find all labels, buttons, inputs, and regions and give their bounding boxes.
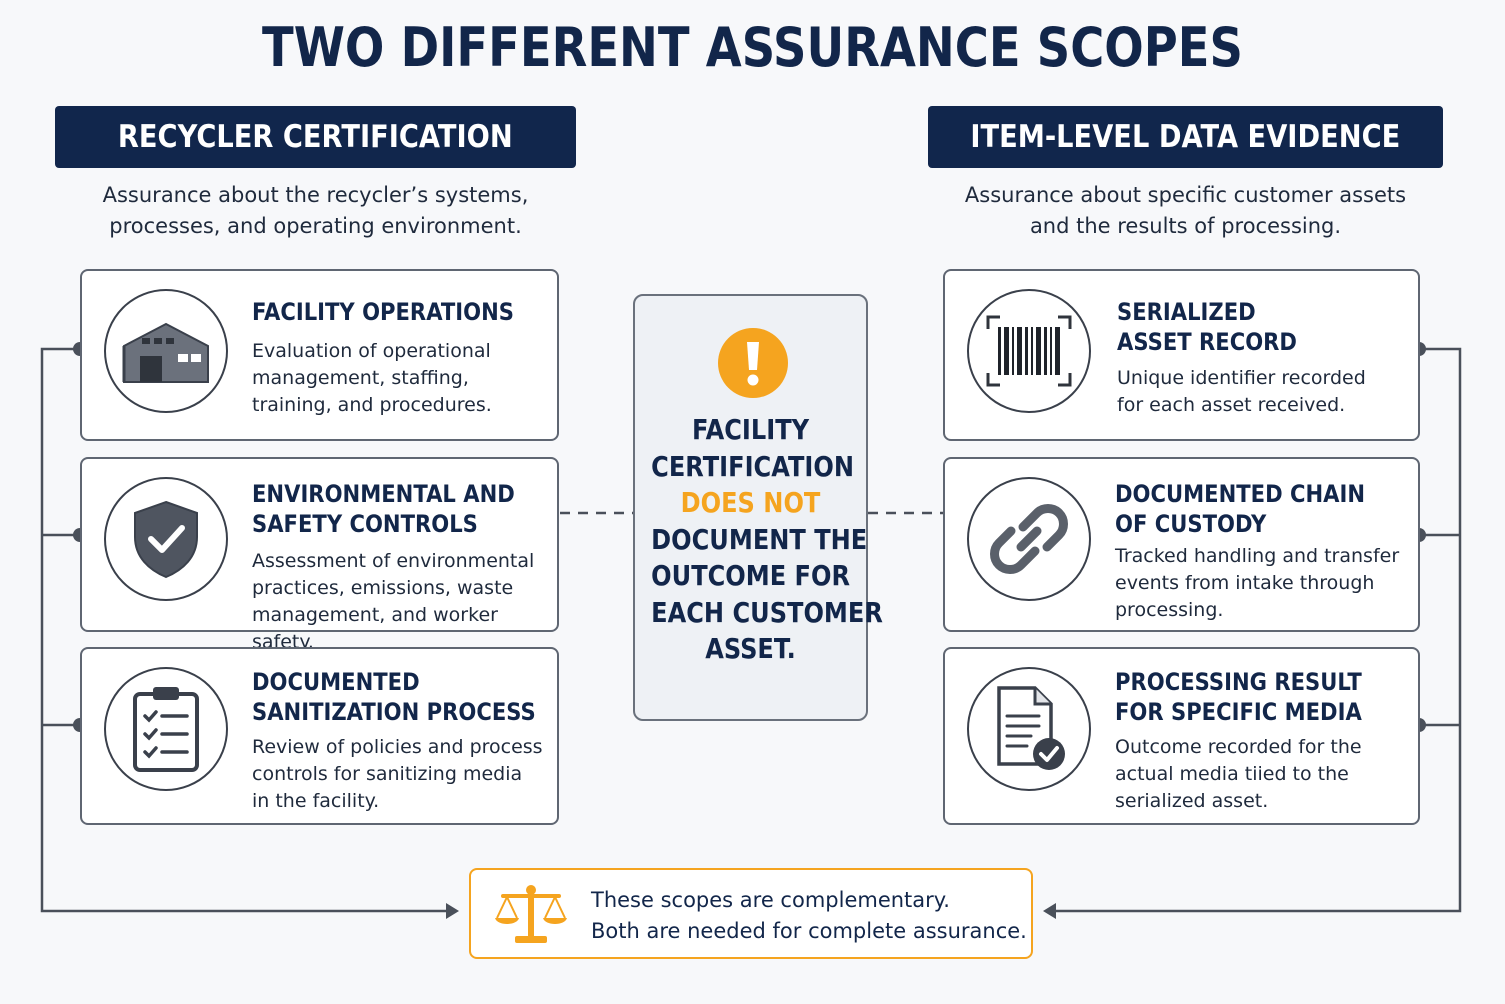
center-line: OUTCOME FOR — [651, 559, 851, 592]
center-line: EACH CUSTOMER — [651, 595, 883, 629]
card-title: ENVIRONMENTAL AND SAFETY CONTROLS — [252, 480, 515, 538]
document-check-icon — [967, 667, 1091, 791]
center-line: DOCUMENT THE — [651, 522, 868, 556]
card-facility-operations: FACILITY OPERATIONS Evaluation of operat… — [80, 269, 559, 441]
card-title: FACILITY OPERATIONS — [252, 298, 515, 326]
footer-callout: These scopes are complementary. Both are… — [469, 868, 1033, 959]
right-column-header: ITEM-LEVEL DATA EVIDENCE — [928, 106, 1443, 168]
center-line: CERTIFICATION — [651, 449, 854, 483]
left-column-header: RECYCLER CERTIFICATION — [55, 106, 576, 168]
page-title: TWO DIFFERENT ASSURANCE SCOPES — [262, 16, 1243, 79]
warehouse-icon — [104, 289, 228, 413]
center-callout-text: FACILITY CERTIFICATION DOES NOT DOCUMENT… — [635, 412, 883, 668]
card-sanitization-process: DOCUMENTED SANITIZATION PROCESS Review o… — [80, 647, 559, 825]
card-body: Assessment of environmental practices, e… — [252, 550, 535, 653]
card-title: DOCUMENTED CHAIN OF CUSTODY — [1115, 480, 1366, 538]
left-column-header-label: RECYCLER CERTIFICATION — [118, 119, 513, 155]
card-title: DOCUMENTED SANITIZATION PROCESS — [252, 668, 536, 726]
card-environmental-safety: ENVIRONMENTAL AND SAFETY CONTROLS Assess… — [80, 457, 559, 653]
card-title: SERIALIZED ASSET RECORD — [1117, 298, 1297, 356]
card-chain-of-custody: DOCUMENTED CHAIN OF CUSTODY Tracked hand… — [943, 457, 1420, 632]
card-serialized-asset-record: SERIALIZED ASSET RECORD Unique identifie… — [943, 269, 1420, 441]
card-processing-result: PROCESSING RESULT FOR SPECIFIC MEDIA Out… — [943, 647, 1420, 825]
right-column-header-label: ITEM-LEVEL DATA EVIDENCE — [970, 119, 1401, 155]
left-column-subtitle: Assurance about the recycler’s systems, … — [102, 183, 529, 238]
alert-icon — [718, 328, 788, 398]
barcode-icon — [967, 289, 1091, 413]
card-title: PROCESSING RESULT FOR SPECIFIC MEDIA — [1115, 668, 1362, 726]
chain-link-icon — [967, 477, 1091, 601]
center-line: FACILITY — [691, 413, 810, 446]
card-body: Evaluation of operational management, st… — [252, 340, 492, 416]
shield-check-icon — [104, 477, 228, 601]
card-body: Tracked handling and transfer events fro… — [1115, 545, 1400, 621]
center-highlight: DOES NOT — [680, 486, 821, 519]
footer-text: These scopes are complementary. Both are… — [591, 888, 1027, 943]
balance-scale-icon — [493, 884, 569, 950]
card-body: Review of policies and process controls … — [252, 736, 543, 812]
center-callout: FACILITY CERTIFICATION DOES NOT DOCUMENT… — [633, 294, 883, 721]
card-body: Unique identifier recorded for each asse… — [1117, 367, 1366, 416]
right-column-subtitle: Assurance about specific customer assets… — [964, 183, 1407, 238]
card-body: Outcome recorded for the actual media ti… — [1115, 736, 1362, 812]
center-line: ASSET. — [705, 632, 796, 665]
clipboard-checklist-icon — [104, 667, 228, 791]
